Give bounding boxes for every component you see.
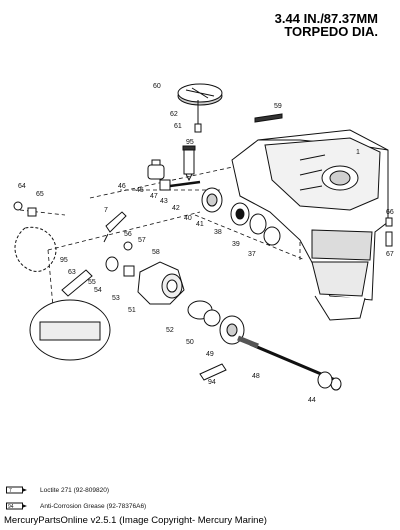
diagram-title-line1: 3.44 IN./87.37MM: [274, 11, 378, 26]
part-67: [385, 231, 393, 247]
part-53: [123, 265, 135, 277]
grease-tube-icon: 94: [6, 502, 27, 510]
bearing-41-38: [230, 202, 250, 226]
footer-copyright: MercuryPartsOnline v2.5.1 (Image Copyrig…: [4, 515, 267, 526]
legend-code-7: 7: [9, 488, 12, 494]
gear-49: [219, 315, 245, 345]
callout-46: 46: [118, 183, 126, 190]
callout-57: 57: [138, 237, 146, 244]
grease-tube-95-upper: [182, 145, 196, 182]
gear-40: [201, 187, 223, 213]
legend-text-grease: Anti-Corrosion Grease (92-78376A6): [40, 502, 147, 510]
callout-64: 64: [18, 183, 26, 190]
callout-61: 61: [174, 123, 182, 130]
ring-37: [263, 226, 281, 246]
callout-7: 7: [104, 207, 108, 214]
loctite-tube-icon: 7: [6, 486, 27, 494]
gear-housing: [231, 129, 389, 321]
callout-95-left: 95: [60, 257, 68, 264]
callout-95-upper: 95: [186, 139, 194, 146]
callout-47: 47: [150, 193, 158, 200]
callout-51: 51: [128, 307, 136, 314]
callout-52: 52: [166, 327, 174, 334]
callout-66: 66: [386, 209, 394, 216]
callout-50: 50: [186, 339, 194, 346]
anode-plate: [177, 83, 223, 133]
callout-63: 63: [68, 269, 76, 276]
callout-56: 56: [124, 231, 132, 238]
callout-42: 42: [172, 205, 180, 212]
callout-60: 60: [153, 83, 161, 90]
propeller-outline: [14, 226, 57, 272]
callout-1: 1: [356, 149, 360, 156]
callout-39: 39: [232, 241, 240, 248]
callout-67: 67: [386, 251, 394, 258]
callout-94: 94: [208, 379, 216, 386]
legend-item-grease: 94 Anti-Corrosion Grease (92-78376A6): [6, 502, 146, 510]
part-64-65: [13, 201, 37, 217]
legend-text-loctite: Loctite 271 (92-809820): [40, 486, 110, 494]
callout-44: 44: [308, 397, 316, 404]
diagram-title-line2: TORPEDO DIA.: [284, 24, 378, 39]
callout-labels: 60 59 62 61 1 46 45 95 47 43 42 40 41 38…: [18, 83, 394, 404]
callout-62: 62: [170, 111, 178, 118]
part-45-pump-base: [147, 159, 165, 180]
callout-38: 38: [214, 229, 222, 236]
callout-59: 59: [274, 103, 282, 110]
ring-39: [249, 213, 267, 235]
bearing-44: [317, 371, 333, 389]
callout-45: 45: [136, 187, 144, 194]
seal-50: [203, 309, 221, 327]
grease-tube-94: [199, 363, 227, 381]
inset-detail: [29, 299, 111, 361]
callout-54: 54: [94, 287, 102, 294]
bearing-carrier: [137, 261, 185, 305]
callout-58: 58: [152, 249, 160, 256]
callout-40: 40: [184, 215, 192, 222]
drive-shaft-parts: [159, 179, 201, 191]
part-66: [385, 217, 393, 227]
ring-54: [105, 256, 119, 272]
part-59-pin: [254, 113, 283, 123]
part-56-57: [123, 241, 133, 251]
callout-48: 48: [252, 373, 260, 380]
callout-41: 41: [196, 221, 204, 228]
callout-53: 53: [112, 295, 120, 302]
grease-tube-95-left: [61, 269, 93, 297]
callout-65: 65: [36, 191, 44, 198]
loctite-tube-7: [103, 211, 127, 243]
legend-item-loctite: 7 Loctite 271 (92-809820): [6, 486, 109, 494]
callout-43: 43: [160, 198, 168, 205]
callout-49: 49: [206, 351, 214, 358]
legend-code-94: 94: [8, 504, 14, 510]
callout-37: 37: [248, 251, 256, 258]
callout-55: 55: [88, 279, 96, 286]
